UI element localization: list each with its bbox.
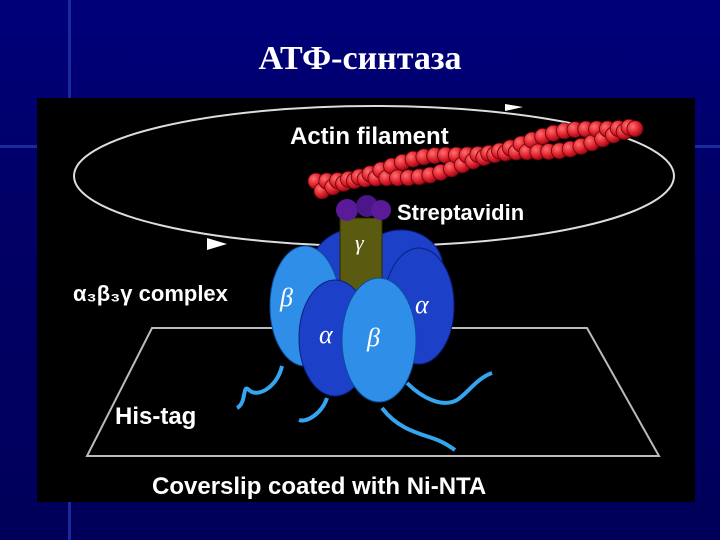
gamma-letter: γ	[355, 230, 365, 255]
alpha-right-letter: α	[415, 290, 430, 319]
streptavidin-bead	[336, 199, 358, 221]
his-tag-tail	[235, 365, 284, 410]
complex-label: α₃β₃γ complex	[73, 281, 229, 306]
actin-filament-label: Actin filament	[290, 123, 449, 150]
his-tag-tail	[298, 397, 329, 423]
streptavidin-label: Streptavidin	[397, 200, 524, 225]
coverslip-label: Coverslip coated with Ni-NTA	[152, 473, 486, 500]
streptavidin-bead	[371, 200, 391, 220]
rotation-arrow-bottom	[207, 238, 227, 250]
his-tag-tail	[405, 371, 493, 405]
actin-filament	[307, 118, 644, 200]
his-tag-label: His-tag	[115, 403, 196, 430]
his-tag-tail	[380, 406, 457, 452]
atp-synthase-figure: γ β α α β Actin filament Streptavidin α₃…	[37, 98, 695, 502]
beta-left-letter: β	[279, 283, 293, 312]
figure-svg: γ β α α β Actin filament Streptavidin α₃…	[73, 104, 675, 500]
alpha-front-letter: α	[319, 320, 334, 349]
beta-front-letter: β	[366, 323, 380, 352]
slide-title: АТФ-синтаза	[258, 40, 462, 77]
beta-subunit-front	[341, 277, 417, 403]
actin-bead	[626, 120, 644, 138]
rotation-arrow-top	[505, 104, 523, 111]
